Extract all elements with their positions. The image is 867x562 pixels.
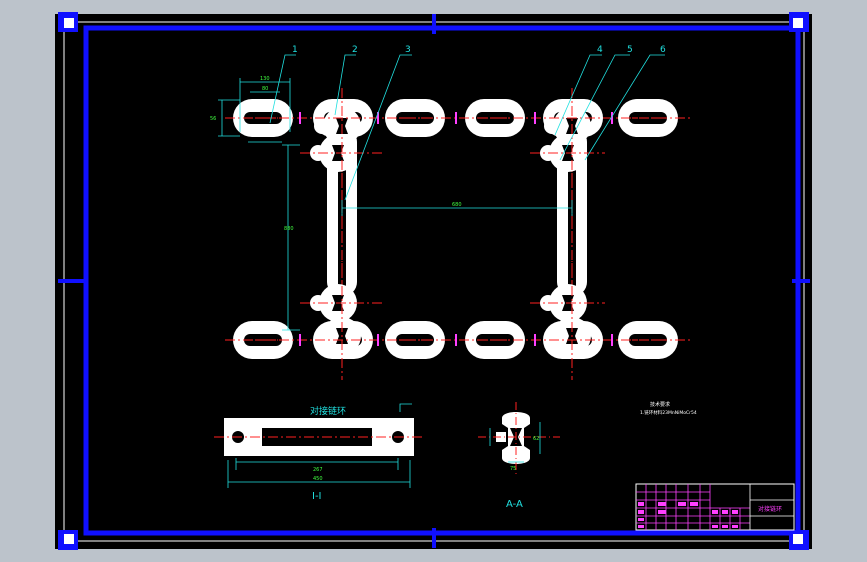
dim-side-outer: 450 <box>313 476 323 482</box>
side-view-label: I-I <box>312 491 322 502</box>
leader-labels: 1 2 3 4 5 6 <box>292 45 666 55</box>
dim-link-inner: 80 <box>262 86 268 92</box>
leader-label-6: 6 <box>660 45 666 55</box>
dim-frame-span: 680 <box>452 202 462 208</box>
dim-side-inner: 267 <box>313 467 323 473</box>
leader-label-3: 3 <box>405 45 411 55</box>
leader-label-5: 5 <box>627 45 633 55</box>
title-block-name: 对接链环 <box>758 505 782 513</box>
corner-inner-marks <box>64 18 803 544</box>
side-view-title: 对接链环 <box>310 405 346 417</box>
notes-title: 技术要求 <box>650 401 670 408</box>
notes-line-1: 1.链环材料23MnNiMoCr54 <box>640 409 697 416</box>
technical-notes: 技术要求 1.链环材料23MnNiMoCr54 <box>640 401 697 416</box>
side-view: 对接链环 I-I 267 450 <box>214 403 425 502</box>
dim-section-width: 75 <box>510 466 516 472</box>
dimension-lines <box>218 54 665 331</box>
dimension-texts: 130 80 56 680 880 <box>210 76 462 232</box>
dim-section-height: 62 <box>533 436 539 442</box>
chain-assembly <box>225 88 690 380</box>
dim-link-height: 56 <box>210 116 216 122</box>
section-view-label: A-A <box>506 499 523 510</box>
drawing-canvas <box>55 14 812 549</box>
title-block: 对接链环 <box>635 483 795 531</box>
leader-label-4: 4 <box>597 45 603 55</box>
dim-frame-height: 880 <box>284 226 294 232</box>
leader-label-2: 2 <box>352 45 358 55</box>
leader-label-1: 1 <box>292 45 298 55</box>
section-view: A-A 62 75 <box>478 402 560 510</box>
dim-link-width: 130 <box>260 76 270 82</box>
